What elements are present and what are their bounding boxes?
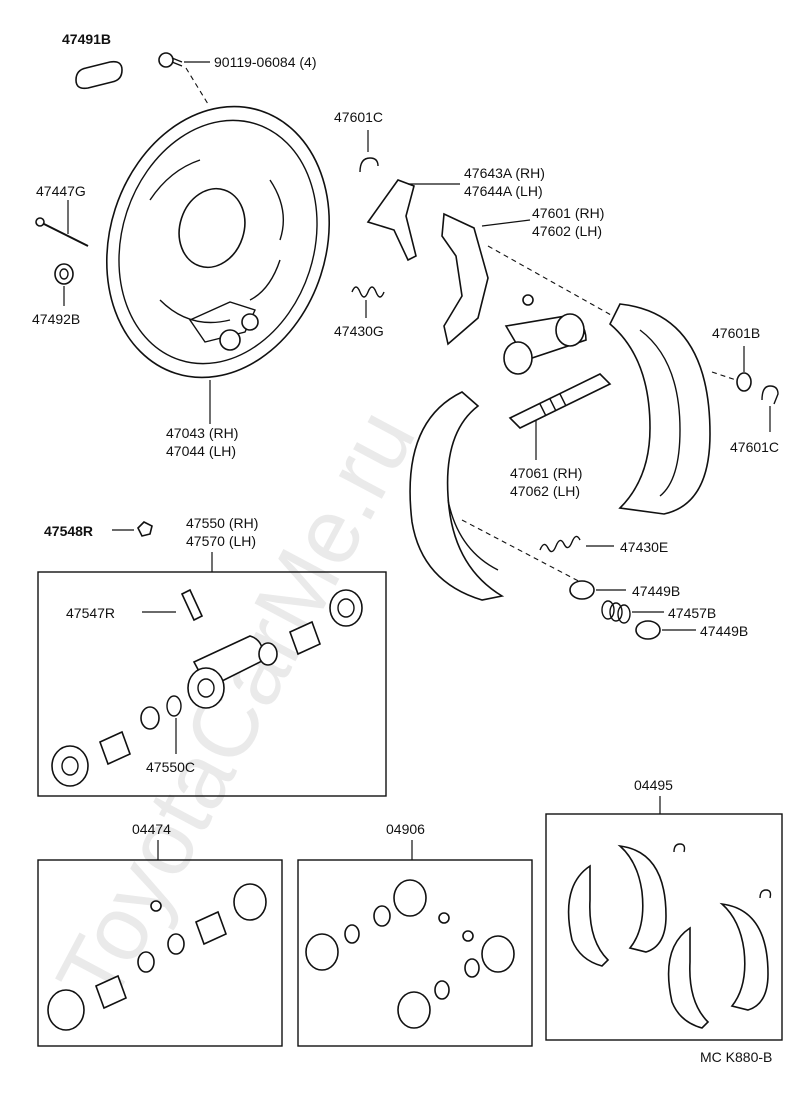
footer-code: MC K880-B (700, 1049, 772, 1065)
spring-47430e (539, 535, 581, 553)
cup-47449b-a (569, 580, 595, 600)
bolt-90119 (158, 52, 183, 68)
wheel-cylinder-kit-box (37, 571, 387, 797)
label-47547r: 47547R (66, 605, 115, 621)
kit-04495-box (545, 813, 783, 1041)
label-47602: 47602 (LH) (532, 223, 602, 239)
kit-04495-shoes (567, 843, 772, 1029)
label-47449b-a: 47449B (632, 583, 680, 599)
label-47457b: 47457B (668, 605, 716, 621)
spring-47457b (601, 600, 631, 624)
washer-47492b (54, 263, 74, 285)
label-04474: 04474 (132, 821, 171, 837)
label-47061: 47061 (RH) (510, 465, 582, 481)
label-47044: 47044 (LH) (166, 443, 236, 459)
label-47430g: 47430G (334, 323, 384, 339)
label-47492b: 47492B (32, 311, 80, 327)
label-47550c: 47550C (146, 759, 195, 775)
pin-47447g (35, 217, 89, 247)
lever-47643a (366, 179, 417, 262)
label-47601b: 47601B (712, 325, 760, 341)
label-47447g: 47447G (36, 183, 86, 199)
label-04495: 04495 (634, 777, 673, 793)
brake-shoe-left (409, 391, 505, 601)
kit-04906-parts (305, 879, 515, 1029)
label-47491b: 47491B (62, 31, 111, 47)
backing-plate (105, 105, 331, 379)
label-47430e: 47430E (620, 539, 668, 555)
wheel-cylinder-exploded (51, 588, 363, 787)
label-47548r: 47548R (44, 523, 93, 539)
cup-47449b-b (635, 620, 661, 640)
label-04906: 04906 (386, 821, 425, 837)
label-47550: 47550 (RH) (186, 515, 258, 531)
watermark: ToyotaCarMe.ru (38, 394, 435, 1020)
label-47570: 47570 (LH) (186, 533, 256, 549)
label-47644a: 47644A (LH) (464, 183, 543, 199)
label-47601: 47601 (RH) (532, 205, 604, 221)
kit-04474-parts (47, 883, 267, 1031)
label-90119-06084: 90119-06084 (4) (214, 54, 316, 70)
label-47449b-b: 47449B (700, 623, 748, 639)
label-47643a: 47643A (RH) (464, 165, 545, 181)
clip-47601c-right (761, 385, 779, 405)
adjuster-47061 (508, 373, 612, 429)
clip-47601c-top (359, 157, 379, 173)
label-47043: 47043 (RH) (166, 425, 238, 441)
wheel-cylinder-top (503, 294, 587, 375)
label-47062: 47062 (LH) (510, 483, 580, 499)
shoe-bracket-47601 (441, 212, 489, 346)
washer-47601b (736, 372, 752, 392)
kit-04906-box (297, 859, 533, 1047)
brake-shoe-right (609, 303, 711, 515)
spring-47430g (351, 286, 385, 298)
cap-47548r (137, 521, 153, 537)
kit-04474-box (37, 859, 283, 1047)
plug-47491b (75, 60, 123, 90)
label-47601c-right: 47601C (730, 439, 779, 455)
label-47601c-top: 47601C (334, 109, 383, 125)
